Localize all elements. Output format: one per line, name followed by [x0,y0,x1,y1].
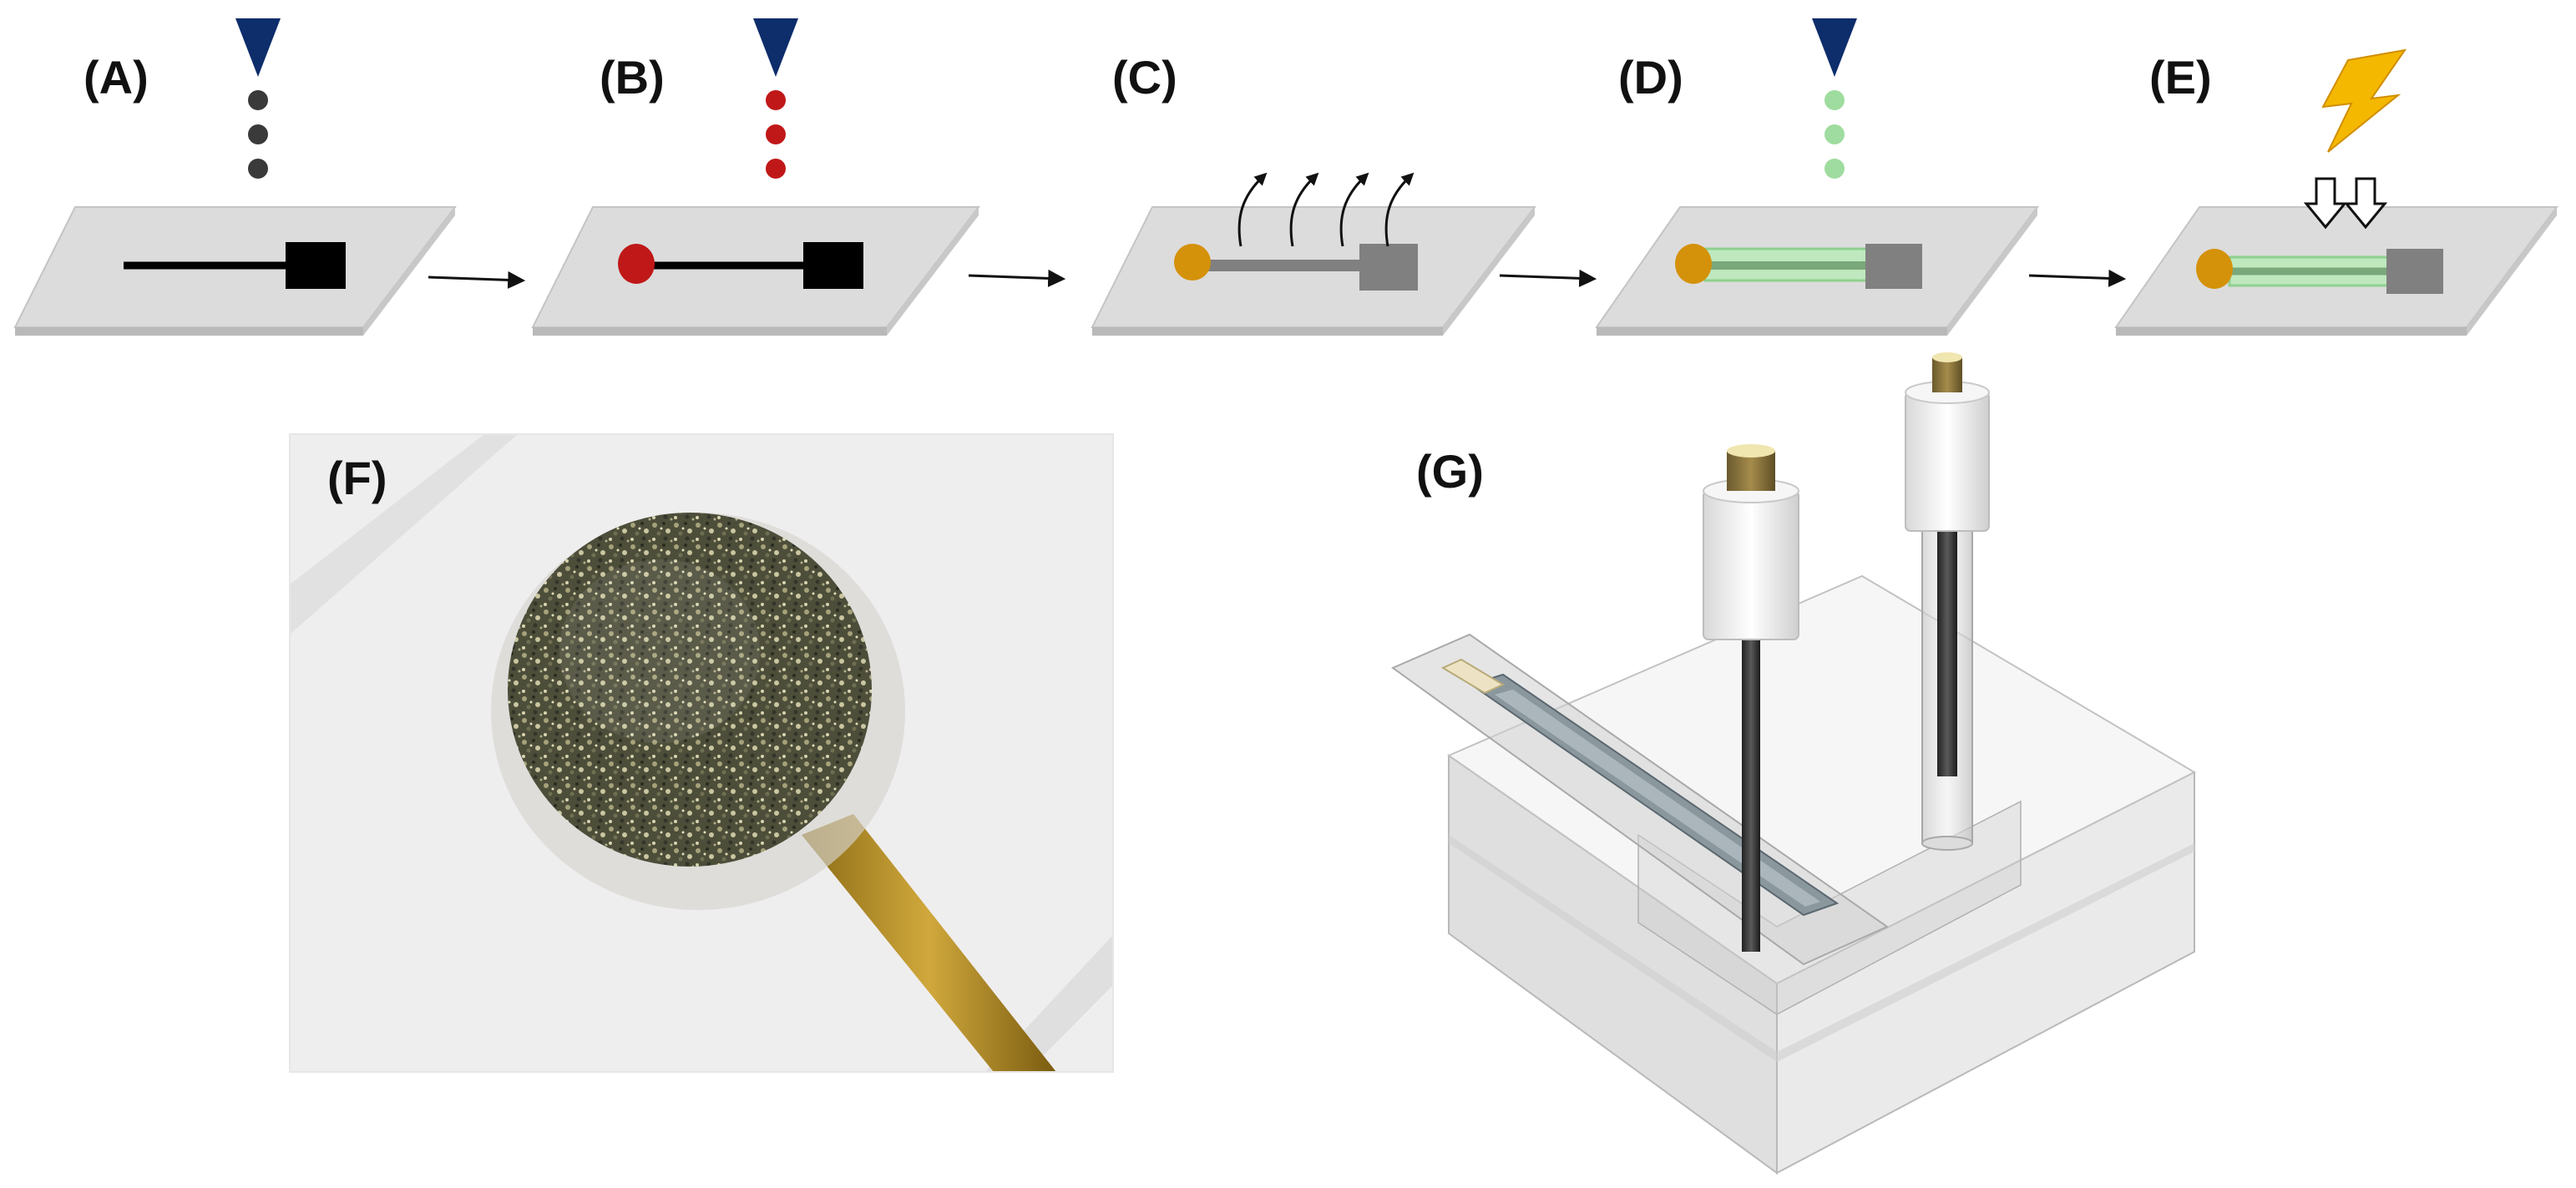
panel-c: (C) [1091,51,1537,336]
slide-edge [15,327,363,336]
slide-edge [1597,327,1947,336]
droplet-icon [1824,124,1845,144]
process-arrow-icon [968,269,1066,287]
sensing-pad-highlight [559,559,760,743]
slide-edge-side [887,207,979,336]
electrode-terminal-top [1932,352,1962,362]
sensing-pad-orange [1675,244,1712,284]
droplet-icon [1824,90,1845,110]
droplet-icon [1824,159,1845,179]
contact-pad [1865,244,1922,289]
vapor-arrow-icon [1339,172,1369,247]
sensing-pad-red [618,244,655,284]
process-arrow-icon [428,270,526,289]
electrode-rod [1742,634,1760,952]
slide-edge-side [1443,207,1535,336]
sensing-pad-orange [2196,249,2233,289]
slide-edge [1092,327,1443,336]
gold-electrode-strip [802,814,1056,1072]
substrate-edge-shadow [290,434,518,634]
slide-edge [2116,327,2467,336]
panel-d: (D) [1595,18,2039,336]
droplet-icon [248,159,268,179]
electrode-glass-tube-bottom [1921,836,1973,851]
electrode-body [1703,490,1799,640]
panel-a-label: (A) [84,51,149,104]
droplet-icon [766,90,786,110]
electrode-rod [1937,526,1957,776]
panel-e-label: (E) [2149,51,2212,104]
electrode-terminal [1932,357,1962,392]
down-arrow-icon [2303,177,2348,230]
panel-d-label: (D) [1618,51,1683,104]
contact-pad [1359,244,1418,291]
droplet-icon [766,124,786,144]
vapor-arrow-icon [1289,172,1319,247]
slide-edge-side [1947,207,2037,336]
micrograph-frame [289,433,1114,1073]
panel-g: (G) [1390,352,2197,1175]
contact-pad [2386,249,2443,294]
electrode-terminal-top [1727,444,1775,458]
droplet-icon [766,159,786,179]
vapor-arrow-icon [1384,172,1415,247]
panel-f: (F) [289,433,1114,1073]
slide-edge [533,327,887,336]
process-arrow-icon [1499,269,1597,287]
panel-c-label: (C) [1112,51,1177,104]
contact-pad [803,242,863,289]
sensing-pad-deposit [508,513,872,867]
electrode-track-inner [1495,690,1820,907]
panel-b: (B) [531,18,981,336]
slide-edge-side [2467,207,2557,336]
panel-g-label: (G) [1416,445,1484,498]
dispenser-nozzle-icon [1812,18,1857,77]
panel-f-label: (F) [327,452,387,504]
vapor-arrow-icon [1237,172,1268,247]
electrode-body [1905,392,1990,532]
contact-pad [286,242,346,289]
down-arrow-icon [2343,177,2388,230]
dispenser-nozzle-icon [753,18,798,77]
panel-b-label: (B) [600,51,665,104]
sensing-pad-orange [1174,244,1211,281]
panel-a: (A) [13,18,458,336]
process-arrow-icon [2028,269,2127,287]
slide-edge-side [363,207,455,336]
lightning-bolt-icon [2321,48,2407,153]
droplet-icon [248,124,268,144]
panel-e: (E) [2114,48,2558,336]
electrode-contact-tab [1440,658,1506,695]
droplet-icon [248,90,268,110]
dispenser-nozzle-icon [235,18,281,77]
